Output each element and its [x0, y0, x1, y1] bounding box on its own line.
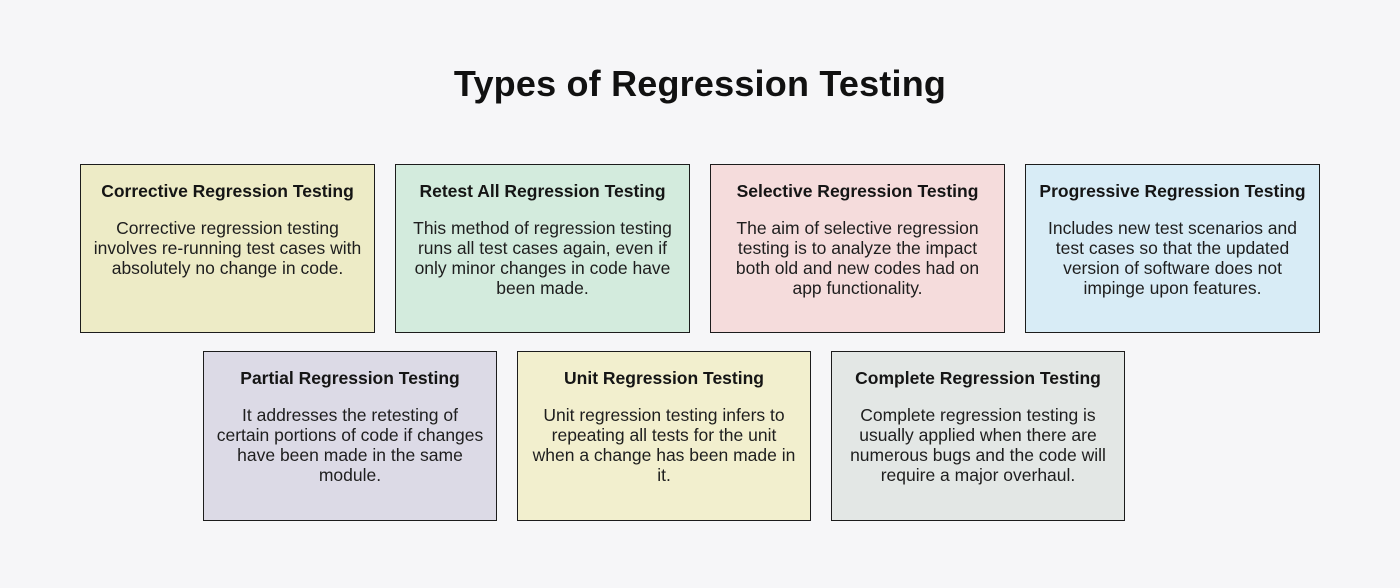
- card-title: Retest All Regression Testing: [419, 181, 666, 201]
- card-title: Unit Regression Testing: [564, 368, 764, 388]
- card-retest-all-regression-testing: Retest All Regression Testing This metho…: [395, 164, 690, 333]
- card-body: The aim of selective regression testing …: [735, 218, 980, 298]
- card-title: Selective Regression Testing: [736, 181, 979, 201]
- card-partial-regression-testing: Partial Regression Testing It addresses …: [203, 351, 497, 521]
- card-title: Corrective Regression Testing: [101, 181, 354, 201]
- card-complete-regression-testing: Complete Regression Testing Complete reg…: [831, 351, 1125, 521]
- card-body: Complete regression testing is usually a…: [850, 405, 1106, 485]
- card-body: This method of regression testing runs a…: [413, 218, 672, 298]
- card-title: Progressive Regression Testing: [1039, 181, 1306, 201]
- card-corrective-regression-testing: Corrective Regression Testing Corrective…: [80, 164, 375, 333]
- page-title: Types of Regression Testing: [453, 63, 947, 104]
- card-row-top: Corrective Regression Testing Corrective…: [80, 164, 1320, 333]
- card-progressive-regression-testing: Progressive Regression Testing Includes …: [1025, 164, 1320, 333]
- card-row-bottom: Partial Regression Testing It addresses …: [203, 351, 1125, 521]
- card-unit-regression-testing: Unit Regression Testing Unit regression …: [517, 351, 811, 521]
- card-body: Includes new test scenarios and test cas…: [1047, 218, 1298, 298]
- card-title: Partial Regression Testing: [240, 368, 460, 388]
- card-body: Unit regression testing infers to repeat…: [532, 405, 796, 485]
- card-selective-regression-testing: Selective Regression Testing The aim of …: [710, 164, 1005, 333]
- card-body: Corrective regression testing involves r…: [93, 218, 362, 278]
- card-title: Complete Regression Testing: [855, 368, 1101, 388]
- card-body: It addresses the retesting of certain po…: [216, 405, 484, 485]
